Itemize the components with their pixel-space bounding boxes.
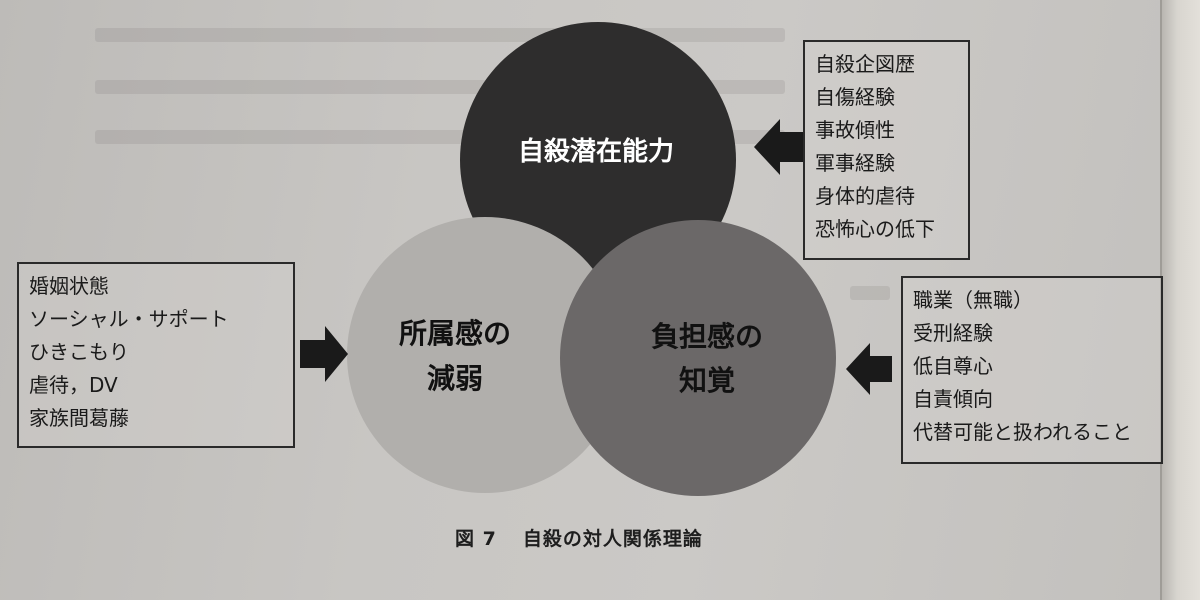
figure-caption: 図 7 自殺の対人関係理論 bbox=[455, 524, 703, 551]
factor-item: 家族間葛藤 bbox=[29, 406, 129, 430]
factor-item: 自責傾向 bbox=[913, 387, 993, 411]
factor-item: 恐怖心の低下 bbox=[815, 217, 935, 241]
factor-item: 職業（無職） bbox=[913, 288, 1033, 312]
burden-label-line1: 負担感の bbox=[651, 320, 763, 353]
factor-item: 代替可能と扱われること bbox=[913, 420, 1132, 444]
factor-item: 軍事経験 bbox=[815, 151, 895, 175]
arrow-to-belonging bbox=[300, 326, 348, 382]
belonging-label-line2: 減弱 bbox=[427, 362, 483, 395]
belonging-factors-box: 婚姻状態 ソーシャル・サポート ひきこもり 虐待，DV 家族間葛藤 bbox=[17, 262, 295, 448]
arrow-to-burden bbox=[846, 343, 892, 395]
factor-item: 虐待，DV bbox=[29, 373, 118, 397]
figure-title: 自殺の対人関係理論 bbox=[522, 528, 703, 550]
burden-factors-box: 職業（無職） 受刑経験 低自尊心 自責傾向 代替可能と扱われること bbox=[901, 276, 1163, 464]
burden-circle bbox=[560, 220, 836, 496]
factor-item: 事故傾性 bbox=[815, 118, 895, 142]
figure-number: 図 7 bbox=[455, 528, 497, 550]
arrow-to-capability bbox=[754, 119, 805, 175]
capability-label: 自殺潜在能力 bbox=[518, 136, 674, 167]
factor-item: ソーシャル・サポート bbox=[29, 307, 229, 331]
factor-item: 低自尊心 bbox=[913, 354, 993, 378]
factor-item: 自殺企図歴 bbox=[815, 52, 915, 76]
burden-label-line2: 知覚 bbox=[679, 364, 735, 397]
factor-item: ひきこもり bbox=[29, 340, 129, 364]
bleed-through-text bbox=[850, 286, 890, 300]
factor-item: 自傷経験 bbox=[815, 85, 895, 109]
factor-item: 婚姻状態 bbox=[29, 274, 109, 298]
factor-item: 身体的虐待 bbox=[815, 184, 915, 208]
factor-item: 受刑経験 bbox=[913, 321, 993, 345]
belonging-label-line1: 所属感の bbox=[399, 317, 511, 350]
belonging-circle bbox=[347, 217, 623, 493]
capability-factors-box: 自殺企図歴 自傷経験 事故傾性 軍事経験 身体的虐待 恐怖心の低下 bbox=[803, 40, 970, 260]
